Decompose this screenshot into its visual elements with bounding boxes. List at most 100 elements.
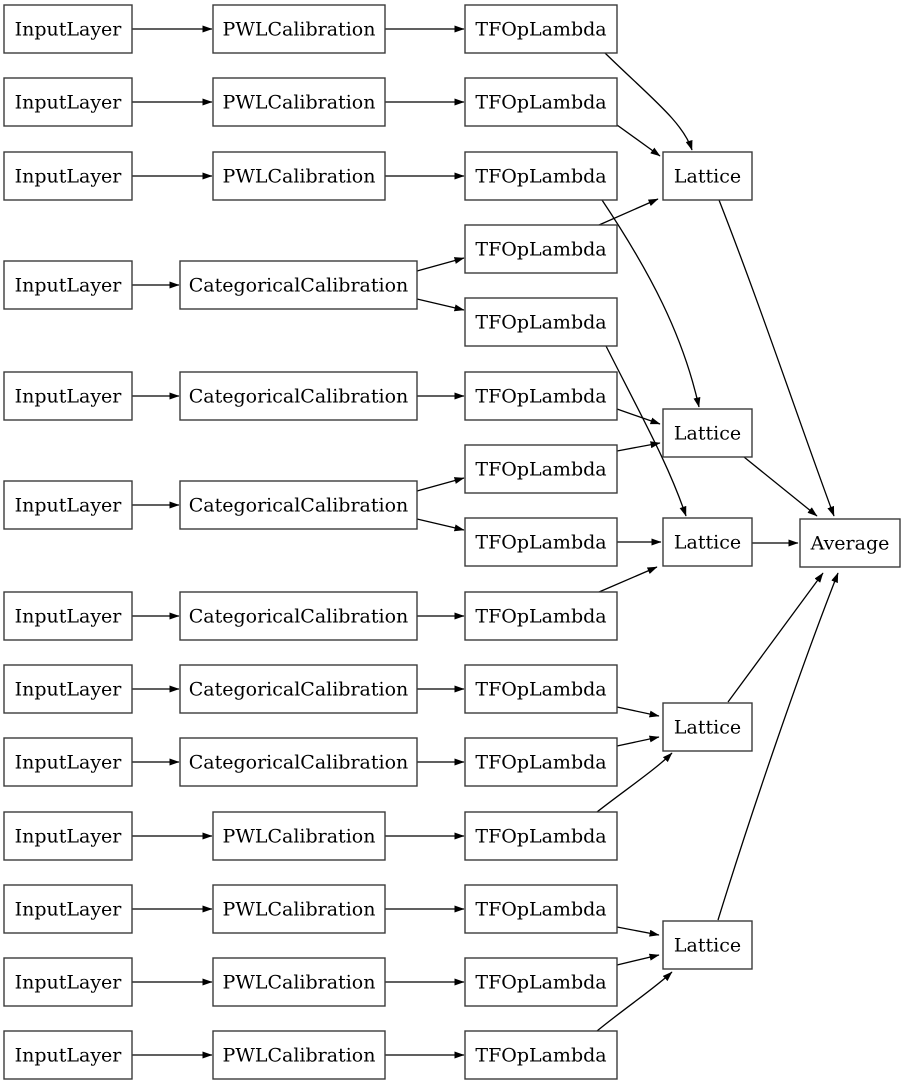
node-average: Average <box>799 518 901 568</box>
edges-layer <box>132 25 839 1059</box>
node-lambda_12: TFOpLambda <box>464 811 618 861</box>
node-box-lambda_9 <box>464 591 618 641</box>
node-box-lambda_5 <box>464 297 618 347</box>
node-box-lambda_8 <box>464 517 618 567</box>
node-cat_5: CategoricalCalibration <box>179 664 418 714</box>
edge-cat_3-to-lambda_8 <box>416 518 465 532</box>
edge-lambda_4-to-lattice_1 <box>598 198 659 226</box>
edge-lambda_12-to-lattice_4 <box>596 752 673 813</box>
node-box-lattice_2 <box>662 408 753 458</box>
node-label-input_6: InputLayer <box>15 495 123 517</box>
node-label-pwl_1: PWLCalibration <box>223 19 376 41</box>
node-box-lattice_4 <box>662 702 753 752</box>
node-label-input_8: InputLayer <box>15 679 123 701</box>
node-box-input_11 <box>3 884 133 934</box>
node-box-lambda_11 <box>464 737 618 787</box>
node-pwl_5: PWLCalibration <box>212 884 386 934</box>
node-lattice_4: Lattice <box>662 702 753 752</box>
node-lambda_1: TFOpLambda <box>464 4 618 54</box>
node-lambda_2: TFOpLambda <box>464 77 618 127</box>
node-label-lambda_9: TFOpLambda <box>475 606 606 628</box>
node-label-lambda_13: TFOpLambda <box>475 899 606 921</box>
edge-lambda_7-to-lattice_2 <box>616 441 661 452</box>
node-box-lambda_1 <box>464 4 618 54</box>
node-label-input_7: InputLayer <box>15 606 123 628</box>
node-lattice_3: Lattice <box>662 517 753 567</box>
node-box-cat_3 <box>179 480 418 530</box>
node-box-lambda_6 <box>464 371 618 421</box>
node-input_3: InputLayer <box>3 151 133 201</box>
node-label-cat_6: CategoricalCalibration <box>189 752 409 774</box>
node-cat_1: CategoricalCalibration <box>179 260 418 310</box>
node-label-input_10: InputLayer <box>15 826 123 848</box>
node-label-input_2: InputLayer <box>15 92 123 114</box>
node-label-lattice_2: Lattice <box>674 423 741 445</box>
node-box-lambda_10 <box>464 664 618 714</box>
node-lambda_7: TFOpLambda <box>464 444 618 494</box>
node-box-lambda_3 <box>464 151 618 201</box>
node-box-input_10 <box>3 811 133 861</box>
node-label-cat_5: CategoricalCalibration <box>189 679 409 701</box>
node-input_5: InputLayer <box>3 371 133 421</box>
node-box-cat_5 <box>179 664 418 714</box>
node-label-lambda_10: TFOpLambda <box>475 679 606 701</box>
node-box-lambda_13 <box>464 884 618 934</box>
node-cat_2: CategoricalCalibration <box>179 371 418 421</box>
node-label-pwl_4: PWLCalibration <box>223 826 376 848</box>
node-cat_4: CategoricalCalibration <box>179 591 418 641</box>
node-lambda_8: TFOpLambda <box>464 517 618 567</box>
node-box-input_4 <box>3 260 133 310</box>
node-label-lambda_3: TFOpLambda <box>475 166 606 188</box>
node-pwl_7: PWLCalibration <box>212 1030 386 1080</box>
node-label-average: Average <box>810 533 890 555</box>
node-box-input_12 <box>3 957 133 1007</box>
node-input_13: InputLayer <box>3 1030 133 1080</box>
node-box-lambda_15 <box>464 1030 618 1080</box>
node-label-pwl_7: PWLCalibration <box>223 1045 376 1067</box>
node-box-input_3 <box>3 151 133 201</box>
node-label-lambda_11: TFOpLambda <box>475 752 606 774</box>
node-box-input_6 <box>3 480 133 530</box>
edge-lambda_5-to-lattice_3 <box>605 345 687 517</box>
node-pwl_1: PWLCalibration <box>212 4 386 54</box>
node-label-lattice_1: Lattice <box>674 166 741 188</box>
node-label-pwl_5: PWLCalibration <box>223 899 376 921</box>
node-label-input_13: InputLayer <box>15 1045 123 1067</box>
node-lambda_11: TFOpLambda <box>464 737 618 787</box>
node-label-pwl_2: PWLCalibration <box>223 92 376 114</box>
node-cat_6: CategoricalCalibration <box>179 737 418 787</box>
node-label-pwl_3: PWLCalibration <box>223 166 376 188</box>
edge-lambda_11-to-lattice_4 <box>616 735 660 747</box>
edge-lattice_1-to-average <box>718 199 835 517</box>
node-box-cat_6 <box>179 737 418 787</box>
node-box-pwl_4 <box>212 811 386 861</box>
node-label-input_12: InputLayer <box>15 972 123 994</box>
node-label-lambda_1: TFOpLambda <box>475 19 606 41</box>
edge-lambda_6-to-lattice_2 <box>616 408 661 425</box>
node-box-lambda_4 <box>464 224 618 274</box>
node-lambda_10: TFOpLambda <box>464 664 618 714</box>
node-label-lattice_5: Lattice <box>674 935 741 957</box>
node-lambda_3: TFOpLambda <box>464 151 618 201</box>
node-label-lambda_8: TFOpLambda <box>475 532 606 554</box>
node-input_2: InputLayer <box>3 77 133 127</box>
node-input_8: InputLayer <box>3 664 133 714</box>
node-input_10: InputLayer <box>3 811 133 861</box>
node-box-pwl_2 <box>212 77 386 127</box>
node-box-lattice_3 <box>662 517 753 567</box>
node-lambda_9: TFOpLambda <box>464 591 618 641</box>
edge-lambda_9-to-lattice_3 <box>598 566 658 593</box>
node-label-input_11: InputLayer <box>15 899 123 921</box>
node-label-cat_3: CategoricalCalibration <box>189 495 409 517</box>
node-pwl_3: PWLCalibration <box>212 151 386 201</box>
node-box-input_2 <box>3 77 133 127</box>
node-box-lambda_12 <box>464 811 618 861</box>
edge-lambda_15-to-lattice_5 <box>596 971 673 1032</box>
node-pwl_2: PWLCalibration <box>212 77 386 127</box>
node-label-cat_4: CategoricalCalibration <box>189 606 409 628</box>
node-label-input_5: InputLayer <box>15 386 123 408</box>
node-lambda_5: TFOpLambda <box>464 297 618 347</box>
node-box-lattice_1 <box>662 151 753 201</box>
